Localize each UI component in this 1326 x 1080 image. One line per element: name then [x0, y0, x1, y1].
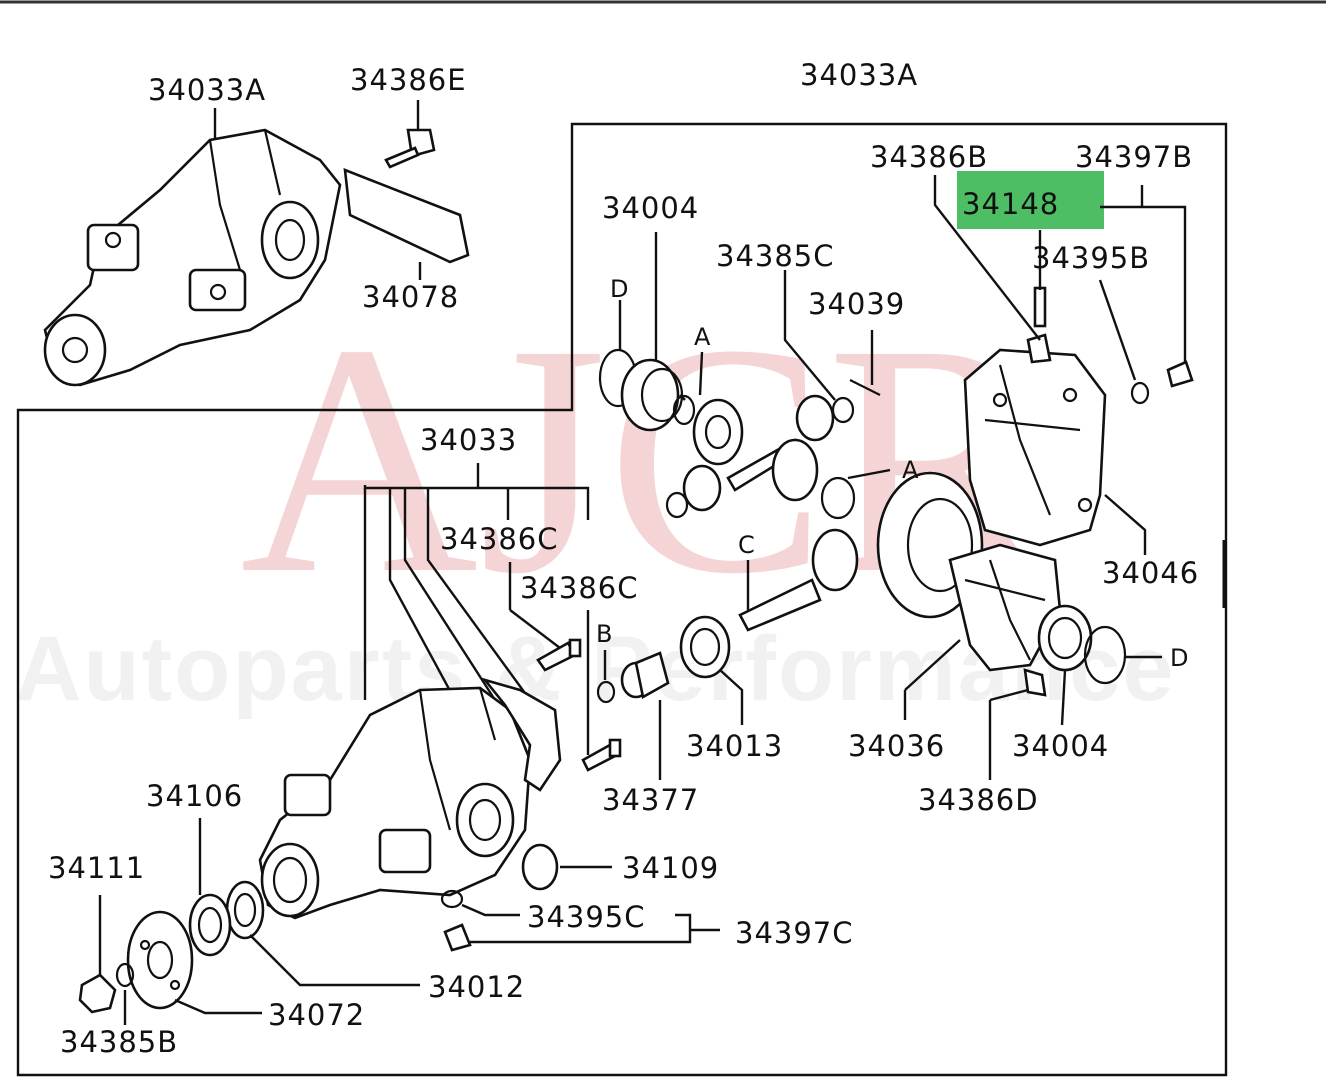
label-34386E: 34386E: [350, 63, 467, 97]
label-34385C: 34385C: [716, 239, 835, 273]
bolt-34386D: [1023, 668, 1047, 697]
label-34109: 34109: [622, 851, 719, 885]
label-34106: 34106: [146, 779, 243, 813]
bolt-34386E: [384, 128, 436, 169]
seal-34109: [521, 843, 559, 891]
label-34046: 34046: [1102, 556, 1199, 590]
companion-flange-34072: [126, 910, 194, 1010]
label-D-left: D: [610, 275, 629, 303]
bolt-34386C-lower: [581, 738, 622, 772]
label-34386C-2: 34386C: [520, 571, 639, 605]
highlight-box: [957, 171, 1104, 229]
side-gear-left: [692, 398, 744, 466]
plate-34078: [343, 168, 470, 264]
bearing-34004-right: [1037, 604, 1093, 672]
rear-cover-34046: [963, 348, 1107, 547]
label-34397B: 34397B: [1075, 140, 1193, 174]
plug-34397C: [443, 923, 472, 952]
washer-A-right: [820, 476, 856, 520]
washer-34395C: [440, 889, 464, 909]
label-A-top: A: [694, 323, 711, 351]
side-gear-right: [771, 438, 819, 502]
washer-A-top: [672, 394, 696, 426]
label-34004-right: 34004: [1012, 729, 1109, 763]
label-34385B: 34385B: [60, 1025, 178, 1059]
washer-34385C: [831, 396, 855, 424]
drive-pinion: [738, 528, 859, 632]
spacer-34377: [620, 651, 670, 700]
label-34013: 34013: [686, 729, 783, 763]
bearing-34013: [679, 615, 731, 679]
label-34033A-main: 34033A: [800, 58, 918, 92]
label-B: B: [596, 620, 613, 648]
plug-34397B: [1166, 360, 1194, 388]
label-34386C-1: 34386C: [440, 522, 559, 556]
bearing-34106: [188, 893, 232, 957]
label-A-right: A: [902, 456, 919, 484]
label-34039: 34039: [808, 287, 905, 321]
bolt-34386C-upper: [536, 638, 582, 672]
label-34148-highlighted: 34148: [962, 187, 1059, 221]
bolt-34386B: [1026, 286, 1052, 364]
label-34012: 34012: [428, 970, 525, 1004]
washer-34395B: [1130, 381, 1150, 405]
label-34036: 34036: [848, 729, 945, 763]
pinion-gear-bottom: [682, 464, 722, 512]
label-34386D: 34386D: [918, 783, 1039, 817]
snap-ring-right: [1083, 625, 1127, 685]
label-34072: 34072: [268, 998, 365, 1032]
diff-housing-bottom: [258, 677, 562, 920]
diff-housing-top-left: [43, 128, 342, 387]
label-34033: 34033: [420, 423, 517, 457]
label-C: C: [738, 531, 756, 559]
pin-34039: [849, 379, 881, 396]
washer-34385B: [115, 962, 135, 988]
label-34395C: 34395C: [527, 900, 646, 934]
label-34386B: 34386B: [870, 140, 988, 174]
washer-lower: [665, 491, 689, 519]
clip-B: [596, 680, 616, 704]
oil-seal-34012: [225, 880, 265, 940]
label-34078: 34078: [362, 280, 459, 314]
label-34111: 34111: [48, 851, 145, 885]
label-34377: 34377: [602, 783, 699, 817]
label-34397C: 34397C: [735, 916, 854, 950]
label-D-right: D: [1170, 644, 1189, 672]
pinion-gear-top: [795, 394, 835, 442]
label-34004-left: 34004: [602, 191, 699, 225]
assembly-frame: [16, 122, 1228, 1077]
bearing-34004-left: [620, 358, 684, 432]
label-34395B: 34395B: [1032, 241, 1150, 275]
nut-34111: [78, 973, 117, 1014]
label-34033A-top-left: 34033A: [148, 73, 266, 107]
